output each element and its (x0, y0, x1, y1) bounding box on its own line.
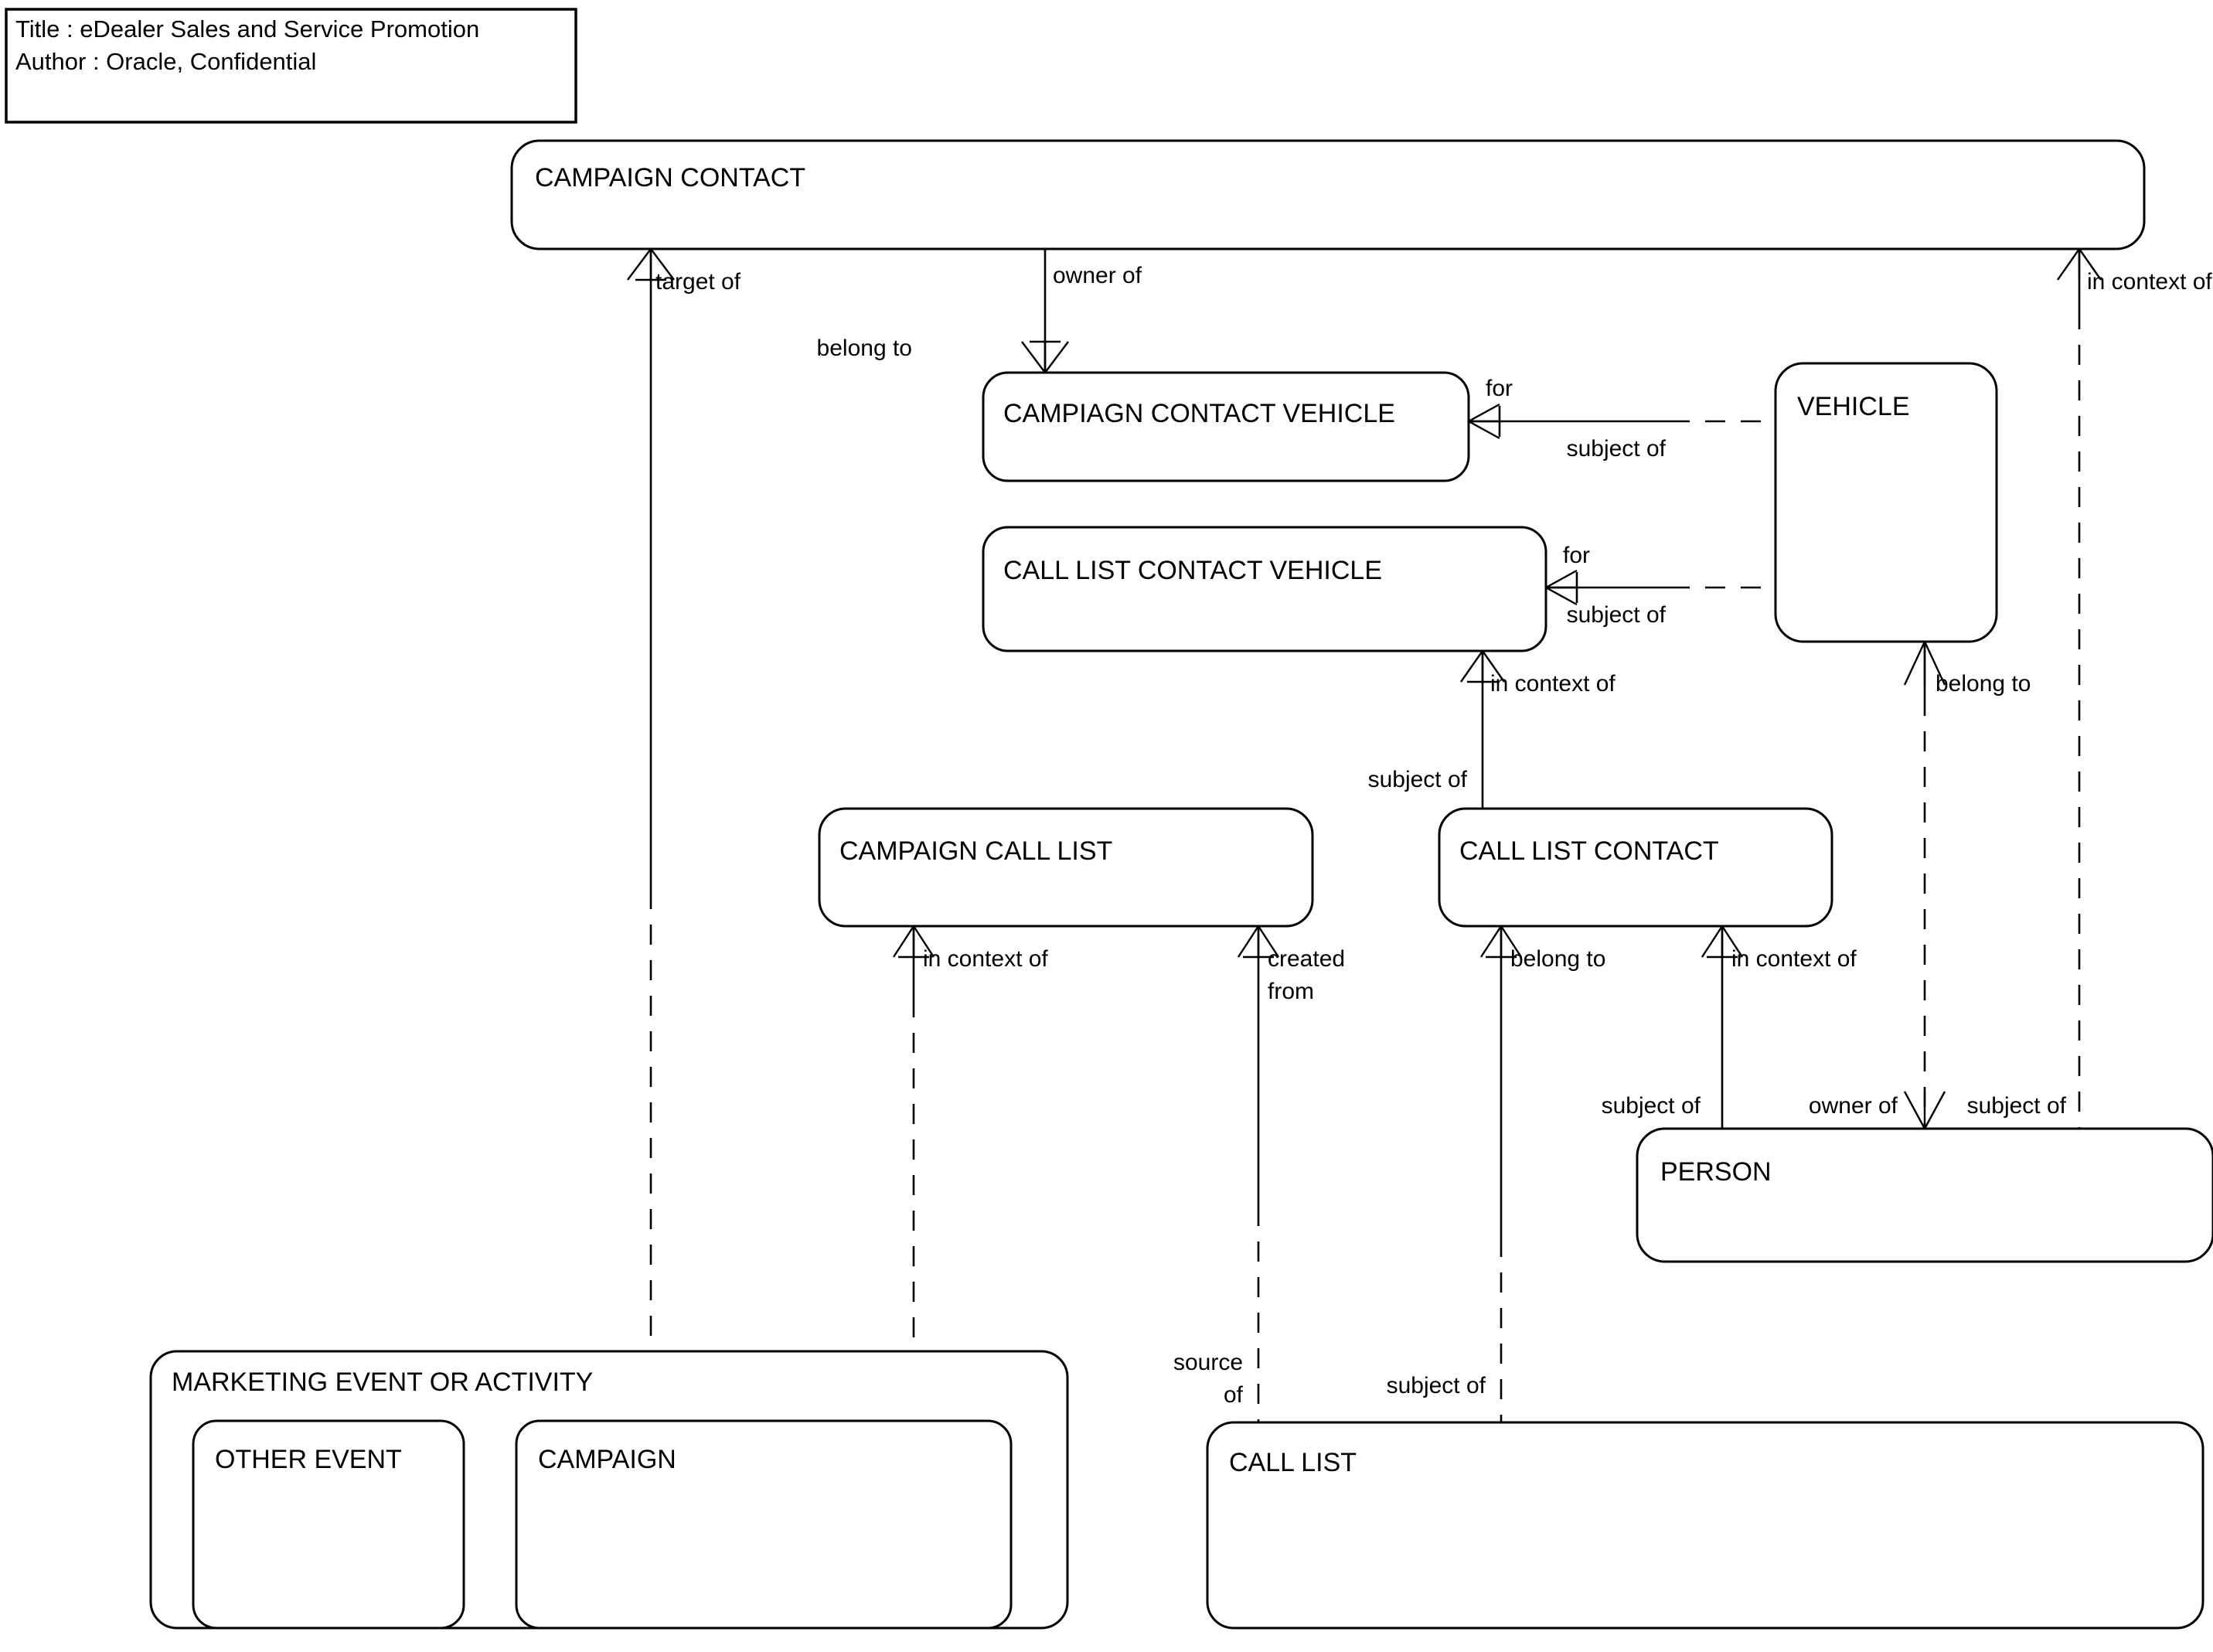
entity-vehicle-label: VEHICLE (1797, 392, 1910, 421)
entity-other-event-label: OTHER EVENT (215, 1445, 402, 1474)
author-line: Author : Oracle, Confidential (15, 48, 316, 75)
relationship-owner-of-campaign-contact[interactable]: owner of belong to (817, 249, 1142, 373)
entity-vehicle-shape[interactable] (1774, 362, 1998, 643)
relationship-belong-to-call-list-contact[interactable]: belong to subject of (1387, 925, 1606, 1422)
rel-label-source-of-line1: source (1173, 1350, 1243, 1375)
relationship-in-context-of-clcv[interactable]: in context of subject of (1368, 650, 1616, 809)
rel-label-in-context-of-campaign-contact: in context of (2087, 269, 2212, 295)
entity-call-list-label: CALL LIST (1229, 1448, 1357, 1477)
rel-label-subject-of-calllist: subject of (1387, 1373, 1486, 1398)
entity-campiagn-contact-vehicle-shape[interactable] (982, 371, 1470, 482)
entity-other-event-shape[interactable] (192, 1419, 465, 1630)
relationship-created-from[interactable]: created from source of (1173, 925, 1345, 1422)
entity-person-label: PERSON (1660, 1157, 1772, 1187)
entity-call-list[interactable]: CALL LIST (1206, 1421, 2204, 1630)
entity-call-list-contact-vehicle-shape[interactable] (982, 526, 1547, 652)
title-line: Title : eDealer Sales and Service Promot… (15, 15, 479, 43)
rel-label-in-context-of-campaign-call-list: in context of (923, 946, 1048, 972)
rel-label-target-of: target of (655, 269, 741, 295)
entity-call-list-contact[interactable]: CALL LIST CONTACT (1438, 807, 1833, 928)
relationship-for-call-list-contact-vehicle[interactable]: for subject of (1545, 543, 1776, 628)
rel-label-subject-of-vehicle-1: subject of (1567, 436, 1667, 462)
title-block-border (5, 8, 577, 124)
relationship-belong-to-vehicle[interactable]: belong to owner of (1809, 641, 2031, 1129)
rel-label-created-from-line2: from (1268, 979, 1314, 1004)
entity-campaign[interactable]: CAMPAIGN (515, 1419, 1013, 1630)
rel-label-subject-of-person-left: subject of (1602, 1093, 1701, 1119)
entity-person-shape[interactable] (1636, 1127, 2213, 1263)
entity-campiagn-contact-vehicle[interactable]: CAMPIAGN CONTACT VEHICLE (982, 371, 1470, 482)
relationship-target-of[interactable]: target of (627, 248, 741, 1351)
rel-label-in-context-of-call-list-contact: in context of (1731, 946, 1857, 972)
entity-campiagn-contact-vehicle-label: CAMPIAGN CONTACT VEHICLE (1003, 399, 1395, 428)
entity-campaign-call-list[interactable]: CAMPAIGN CALL LIST (818, 807, 1314, 928)
entity-campaign-contact-shape[interactable] (510, 139, 2146, 250)
entity-call-list-contact-vehicle-label: CALL LIST CONTACT VEHICLE (1003, 556, 1382, 585)
entity-call-list-contact-vehicle[interactable]: CALL LIST CONTACT VEHICLE (982, 526, 1547, 652)
entity-campaign-call-list-label: CAMPAIGN CALL LIST (839, 836, 1112, 866)
relationship-in-context-of-campaign-call-list[interactable]: in context of subject of (799, 897, 1049, 1421)
title-block: Title : eDealer Sales and Service Promot… (5, 8, 577, 124)
entity-campaign-shape[interactable] (515, 1419, 1013, 1630)
entity-vehicle[interactable]: VEHICLE (1774, 362, 1998, 643)
rel-label-subject-of-vehicle-2: subject of (1567, 602, 1667, 628)
entity-call-list-contact-label: CALL LIST CONTACT (1459, 836, 1719, 866)
entity-campaign-contact-label: CAMPAIGN CONTACT (535, 163, 805, 192)
entity-person[interactable]: PERSON (1636, 1127, 2213, 1263)
rel-label-owner-of-campaign-contact: owner of (1053, 263, 1142, 288)
entity-other-event[interactable]: OTHER EVENT (192, 1419, 465, 1630)
entity-marketing-event-or-activity-label: MARKETING EVENT OR ACTIVITY (172, 1368, 593, 1397)
relationship-in-context-of-call-list-contact[interactable]: in context of subject of (1602, 925, 1857, 1129)
entity-call-list-contact-shape[interactable] (1438, 807, 1833, 928)
rel-label-for-ccv: for (1486, 376, 1513, 401)
rel-label-belong-to-call-list-contact: belong to (1510, 946, 1605, 972)
rel-label-subject-of-person-right: subject of (1967, 1093, 2067, 1119)
rel-label-belong-to-vehicle: belong to (1936, 671, 2031, 697)
rel-label-in-context-of-clcv: in context of (1490, 671, 1615, 697)
rel-label-subject-of-clc-top: subject of (1368, 767, 1468, 792)
rel-label-for-clcv: for (1563, 543, 1590, 568)
rel-label-owner-of-person: owner of (1809, 1093, 1898, 1119)
relationship-for-campaign-contact-vehicle[interactable]: for subject of (1468, 376, 1776, 462)
entity-campaign-label: CAMPAIGN (538, 1445, 676, 1474)
relationship-in-context-of-campaign-contact[interactable]: in context of subject of (1967, 248, 2213, 1129)
rel-label-created-from-line1: created (1268, 946, 1345, 972)
entity-campaign-contact[interactable]: CAMPAIGN CONTACT (510, 139, 2146, 250)
rel-label-belong-to-ccv: belong to (817, 336, 912, 361)
entity-call-list-shape[interactable] (1206, 1421, 2204, 1630)
entity-campaign-call-list-shape[interactable] (818, 807, 1314, 928)
rel-label-source-of-line2: of (1224, 1382, 1244, 1408)
